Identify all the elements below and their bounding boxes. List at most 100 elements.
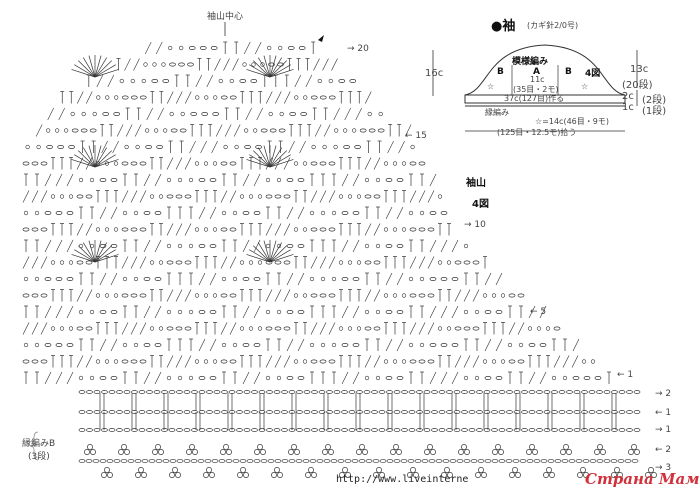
chain-stitch — [302, 459, 310, 463]
fan-stitch — [404, 124, 412, 137]
picot — [254, 449, 260, 455]
fan-stitch — [269, 150, 287, 168]
picot — [325, 444, 331, 450]
fan-stitch — [451, 305, 459, 319]
chain-stitch — [512, 459, 520, 463]
chain-stitch — [286, 376, 294, 380]
band-marker-2b: ← 2 — [655, 445, 672, 455]
chain-stitch — [116, 410, 123, 414]
chain-stitch — [110, 178, 118, 182]
start-marker — [318, 35, 324, 42]
fan-stitch — [143, 371, 151, 385]
chain-stitch — [213, 410, 221, 414]
chain-stitch — [139, 227, 147, 232]
chain-loop — [491, 359, 497, 364]
chain-loop — [221, 276, 227, 282]
fan-stitch — [154, 173, 162, 187]
chain-loop — [105, 95, 110, 100]
fan-stitch — [184, 289, 192, 302]
chain-stitch — [456, 459, 464, 463]
chain-stitch — [468, 428, 476, 432]
fan-stitch — [249, 249, 271, 263]
chain-stitch — [120, 459, 128, 463]
chain-stitch — [528, 343, 536, 347]
chain-stitch — [297, 310, 305, 314]
chain-stitch — [341, 343, 349, 347]
chain-stitch — [506, 390, 513, 394]
section-a: A — [533, 67, 540, 77]
chain-stitch — [266, 410, 273, 414]
fan-stitch — [269, 240, 277, 263]
chain-loop — [419, 276, 425, 282]
picot — [444, 467, 450, 473]
chain-loop — [177, 309, 183, 315]
chain-loop — [248, 260, 254, 265]
chain-stitch — [310, 227, 318, 232]
fan-stitch — [429, 173, 437, 187]
chain-stitch — [175, 326, 183, 331]
chain-stitch — [310, 359, 318, 364]
picot — [396, 449, 402, 455]
chain-stitch — [505, 459, 513, 463]
chain-stitch — [446, 390, 453, 394]
chain-stitch — [176, 459, 184, 463]
fan-stitch — [427, 256, 435, 269]
chain-stitch — [506, 428, 513, 432]
fan-stitch — [539, 371, 547, 385]
chain-loop — [95, 293, 101, 298]
chain-loop — [119, 78, 124, 84]
fan-stitch — [94, 150, 112, 168]
fan-stitch — [571, 355, 579, 368]
chain-stitch — [364, 326, 372, 331]
fan-stitch — [427, 322, 435, 335]
chain-loop — [331, 342, 337, 348]
chain-stitch — [66, 277, 74, 281]
fan-stitch — [229, 256, 237, 269]
picot — [600, 449, 606, 455]
height-1c: 1c — [622, 102, 634, 113]
fan-stitch — [112, 140, 119, 154]
fan-stitch — [94, 60, 112, 78]
chain-stitch — [210, 46, 218, 50]
chain-stitch — [611, 428, 618, 432]
fan-stitch — [31, 190, 39, 203]
chain-stitch — [258, 428, 266, 432]
chain-stitch — [55, 211, 63, 215]
chain-loop — [317, 78, 322, 84]
chain-loop — [232, 210, 238, 216]
picot — [424, 449, 430, 455]
chain-stitch — [184, 194, 192, 199]
chain-stitch — [449, 459, 457, 463]
fan-stitch — [166, 223, 174, 236]
chain-stitch — [121, 359, 129, 364]
chain-stitch — [589, 459, 597, 463]
chain-loop — [518, 342, 524, 348]
rows-1: (1段) — [642, 106, 667, 117]
picot — [121, 444, 127, 450]
picot — [311, 472, 317, 478]
picot — [356, 449, 362, 455]
fan-stitch — [85, 91, 93, 104]
chain-stitch — [373, 194, 381, 199]
chain-stitch — [86, 390, 93, 394]
chain-stitch — [588, 390, 596, 394]
fan-stitch — [78, 245, 96, 263]
fan-stitch — [385, 206, 393, 220]
chain-stitch — [498, 428, 506, 432]
chain-loop — [89, 375, 95, 381]
chain-loop — [46, 128, 51, 133]
chain-loop — [474, 309, 480, 315]
chain-stitch — [179, 128, 187, 133]
chain-loop — [204, 95, 209, 100]
chain-stitch — [130, 161, 138, 166]
chain-stitch — [453, 390, 461, 394]
chain-stitch — [108, 390, 116, 394]
chain-stitch — [416, 390, 423, 394]
fan-stitch — [184, 91, 192, 104]
fan-stitch — [265, 223, 273, 236]
fan-stitch — [130, 190, 138, 203]
chain-stitch — [581, 428, 588, 432]
fan-stitch — [517, 322, 525, 335]
chain-loop — [239, 260, 245, 265]
chain-stitch — [491, 390, 498, 394]
